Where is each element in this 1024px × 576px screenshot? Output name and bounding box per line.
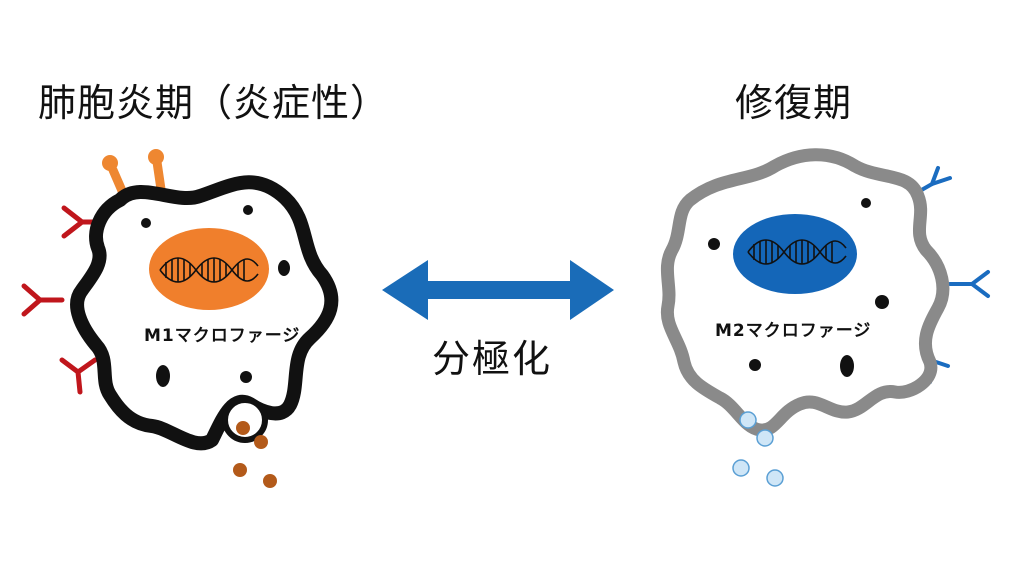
m1-receptors (21, 205, 107, 395)
m2-organelles (708, 198, 889, 377)
left-phase-title: 肺胞炎期（炎症性） (38, 81, 390, 125)
polarization-arrow (382, 260, 614, 320)
m1-granules (233, 421, 277, 488)
m2-cell-label: M2マクロファージ (715, 321, 872, 341)
m2-macrophage (660, 148, 990, 487)
m2-dna-icon (747, 239, 847, 265)
m1-cell-membrane (70, 175, 339, 451)
right-phase-title: 修復期 (735, 81, 853, 125)
m2-nucleus (733, 214, 857, 294)
polarization-label: 分極化 (432, 337, 553, 381)
m1-nucleus (149, 228, 269, 310)
m1-organelles (141, 205, 290, 387)
m2-granules (732, 411, 784, 487)
m1-dna-icon (159, 257, 259, 283)
m1-macrophage (21, 149, 339, 488)
m1-cell-label: M1マクロファージ (144, 326, 301, 346)
